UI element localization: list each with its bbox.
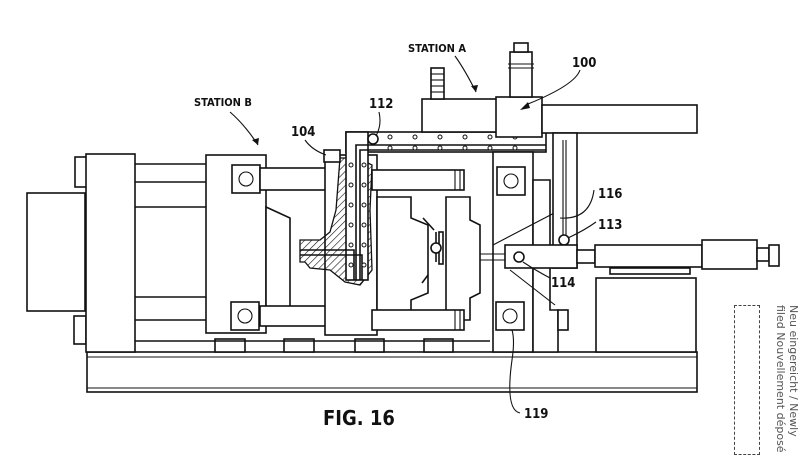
label-ref-119: 119 [524, 407, 548, 422]
label-ref-100: 100 [572, 56, 596, 71]
bolt-dot [438, 135, 442, 139]
bolt-dot [349, 223, 353, 227]
bolt-dot [488, 146, 492, 150]
bolt-dot [349, 263, 353, 267]
bolt-dot [362, 203, 366, 207]
left-drive-unit [27, 154, 135, 352]
bolt-dot [349, 183, 353, 187]
label-station-a: STATION A [408, 42, 466, 55]
bolt-dot [463, 135, 467, 139]
bolt-dot [362, 163, 366, 167]
tie-bars-left [135, 164, 207, 320]
bolt-dot [413, 146, 417, 150]
bolt-dot [362, 263, 366, 267]
figure-title: FIG. 16 [323, 406, 395, 430]
bolt-dot [438, 146, 442, 150]
bolt-dot [388, 146, 392, 150]
bolt-dot [349, 163, 353, 167]
station-a-unit [422, 43, 697, 137]
bolt-dot [463, 146, 467, 150]
bolt-dot [349, 203, 353, 207]
label-ref-112: 112 [369, 97, 393, 112]
label-ref-116: 116 [598, 187, 622, 202]
label-station-b: STATION B [194, 96, 252, 109]
stamp-line-2: Nouvellement déposé [774, 332, 787, 452]
label-ref-113: 113 [598, 218, 622, 233]
bolt-dot [362, 223, 366, 227]
bolt-dot [513, 146, 517, 150]
bolt-dot [388, 135, 392, 139]
rail-blocks [133, 339, 490, 352]
bolt-dot [349, 243, 353, 247]
label-ref-114: 114 [551, 276, 575, 291]
filing-stamp: Neu eingereicht / Newly filed Nouvelleme… [738, 305, 800, 457]
bolt-dot [362, 183, 366, 187]
label-ref-104: 104 [291, 125, 315, 140]
bolt-dot [413, 135, 417, 139]
bolt-dot [488, 135, 492, 139]
bolt-dot [362, 243, 366, 247]
machine-base [87, 352, 697, 392]
